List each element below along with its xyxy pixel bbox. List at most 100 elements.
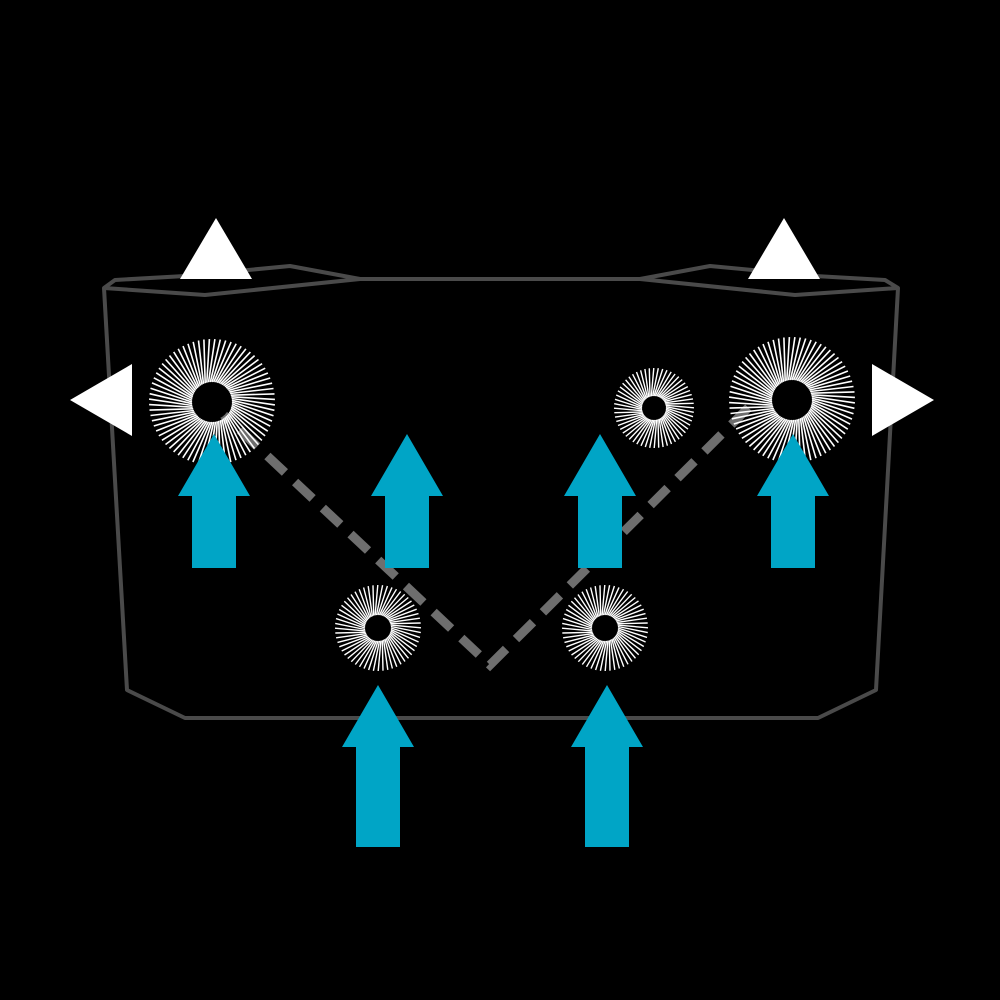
fan-blade <box>380 588 398 616</box>
fan-blade <box>149 403 193 408</box>
fan-blade <box>158 415 199 437</box>
fan-blade <box>389 631 415 652</box>
fan-blade <box>389 633 413 656</box>
fan-blade <box>809 407 843 439</box>
fan-blade <box>631 373 647 400</box>
fan-hub <box>194 384 230 420</box>
fan-blade <box>628 418 650 440</box>
fan-blade <box>350 639 373 663</box>
fan-blade <box>599 640 608 671</box>
fan-blade <box>665 410 691 426</box>
fan-blade <box>211 340 227 383</box>
fan-blade <box>615 634 637 659</box>
fan-blade <box>387 608 417 621</box>
fan-blade <box>617 630 645 648</box>
fan-blade <box>564 613 593 628</box>
fan-blade <box>609 639 616 670</box>
fan-hub <box>594 617 616 639</box>
fan-blade <box>225 367 266 389</box>
up-arrow-icon <box>564 434 636 568</box>
fan-blade <box>801 417 812 461</box>
fan-blade <box>358 589 371 619</box>
fan-blade <box>228 411 259 446</box>
fan-blade <box>762 418 788 457</box>
fan-blade <box>155 414 197 432</box>
fan-blade <box>354 591 370 620</box>
fan-blade <box>230 393 275 396</box>
fan-blade <box>206 339 211 383</box>
fan-blade <box>617 627 648 639</box>
fan-blade <box>341 636 370 652</box>
fan-blade <box>614 635 633 662</box>
fan-blade <box>757 418 786 454</box>
fan-blade <box>753 349 778 388</box>
fan-blade <box>374 584 379 616</box>
fan-blade <box>658 376 680 398</box>
up-arrow-icon <box>757 434 829 568</box>
fan-blade <box>577 594 596 621</box>
fan-blade <box>796 343 822 382</box>
fan-blade <box>757 346 779 387</box>
fan-blade <box>730 407 774 415</box>
fan-blade <box>644 368 650 398</box>
fan-blade <box>149 408 194 411</box>
fan-blade <box>150 387 193 403</box>
fan-blade <box>192 341 203 385</box>
fan-blade <box>221 355 256 386</box>
fan-blade <box>640 419 654 447</box>
fan-blade <box>604 585 616 616</box>
fan-blade <box>385 637 398 667</box>
fan-blade <box>335 622 366 631</box>
fan-blade <box>390 625 421 634</box>
fan-blade <box>151 382 193 402</box>
fan-blade <box>372 585 375 616</box>
fan-blade <box>229 382 273 393</box>
fan-blade <box>381 591 402 617</box>
fan-blade <box>589 587 599 618</box>
fan-blade <box>590 640 605 669</box>
fan-blade <box>177 420 206 456</box>
fan-blade <box>231 404 271 427</box>
fan-blade <box>625 379 645 403</box>
fan-blade <box>339 635 369 648</box>
fan-blade <box>165 417 201 446</box>
fan-blade <box>777 338 785 382</box>
fan-hub <box>367 617 389 639</box>
fan-blade <box>216 345 242 384</box>
fan-blade <box>219 351 251 385</box>
fan-blade <box>656 371 672 397</box>
fan-blade <box>657 419 660 448</box>
fan-blade <box>608 640 611 671</box>
fan-blade <box>571 637 598 656</box>
fan-blade <box>615 394 643 408</box>
fan-blade <box>165 358 196 393</box>
chassis-top-left-lip <box>103 277 361 297</box>
fan-blade <box>616 617 647 624</box>
fan-blade <box>335 617 366 629</box>
fan-blade <box>177 348 199 389</box>
fan-blade <box>798 346 827 382</box>
fan-blade <box>745 415 781 444</box>
fan-blade <box>385 600 412 619</box>
fan-blade <box>168 418 203 449</box>
fan-blade <box>767 419 790 459</box>
fan-blade <box>735 412 777 430</box>
fan-blade <box>568 604 594 625</box>
fan-blade <box>659 379 683 399</box>
fan-blade <box>338 608 366 626</box>
fan-blade <box>753 417 785 451</box>
fan-blade <box>617 390 643 406</box>
fan-blade <box>665 402 694 405</box>
fan-blade <box>344 637 371 656</box>
fan-blade <box>652 368 659 397</box>
fan-blade <box>625 417 649 437</box>
fan-blade <box>617 622 648 625</box>
fan-blade <box>182 420 208 459</box>
fan-blade <box>561 627 593 632</box>
fan-blade <box>594 640 606 671</box>
fan-blade <box>614 411 643 414</box>
fan-blade <box>568 636 597 652</box>
fan-blade <box>777 419 793 462</box>
fan-blade <box>230 387 274 395</box>
fan-blade <box>614 403 643 410</box>
